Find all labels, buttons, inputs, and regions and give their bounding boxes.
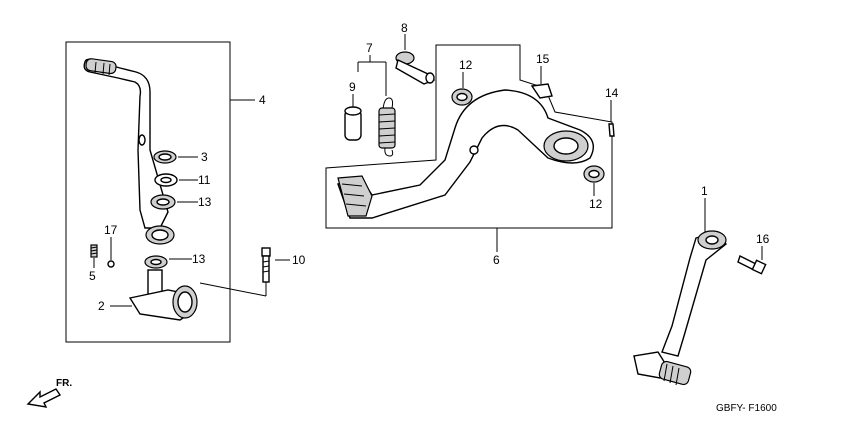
callout-16: 16	[756, 232, 770, 246]
callout-12-lower: 12	[589, 197, 603, 211]
bolt-10	[199, 247, 290, 297]
callout-8: 8	[401, 21, 408, 35]
callout-1: 1	[701, 184, 708, 198]
callout-13-upper: 13	[198, 195, 212, 209]
bolt-16	[737, 246, 767, 275]
gearshift-group	[633, 198, 767, 386]
circlip-3	[153, 150, 198, 164]
front-arrow: FR.	[26, 378, 72, 408]
callout-9: 9	[349, 80, 356, 94]
diagram-code: GBFY- F1600	[716, 403, 777, 414]
brake-pedal-group	[325, 34, 615, 252]
seal-12-lower	[583, 165, 605, 196]
seal-13-upper	[150, 194, 198, 210]
pivot-bolt-8	[395, 34, 436, 85]
front-arrow-label: FR.	[56, 378, 72, 389]
callout-15: 15	[536, 52, 550, 66]
kick-starter-group	[65, 41, 290, 343]
callout-11: 11	[198, 173, 211, 187]
washer-11	[154, 173, 198, 187]
ball-17	[107, 237, 115, 268]
kick-arm	[83, 58, 175, 245]
clip-15	[530, 66, 553, 99]
spring-7	[357, 55, 396, 157]
callout-6: 6	[493, 253, 500, 267]
callout-14: 14	[605, 86, 619, 100]
callout-4: 4	[259, 93, 266, 107]
callout-10: 10	[292, 253, 306, 267]
brake-pedal	[337, 89, 594, 219]
seal-12-upper	[451, 72, 473, 106]
callout-12-upper: 12	[459, 58, 473, 72]
callout-2: 2	[98, 299, 105, 313]
kick-boss-2	[110, 269, 198, 321]
spring-5	[90, 244, 98, 268]
callout-13-lower: 13	[192, 252, 206, 266]
group-bracket-4	[65, 41, 231, 343]
collar-9	[344, 94, 362, 141]
callout-5: 5	[89, 269, 96, 283]
callout-7: 7	[366, 41, 373, 55]
seal-13-lower	[144, 255, 192, 269]
callout-17: 17	[104, 223, 118, 237]
cotter-pin-14	[608, 100, 615, 137]
callout-3: 3	[201, 150, 208, 164]
